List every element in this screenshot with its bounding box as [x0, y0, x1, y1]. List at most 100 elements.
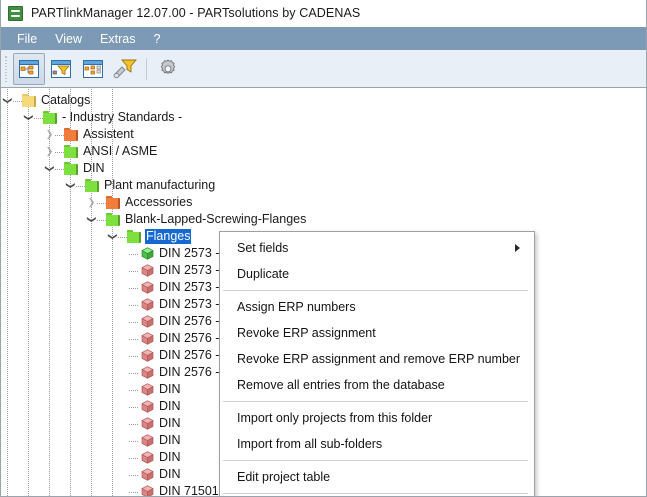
- tree-part-label[interactable]: DIN: [159, 433, 181, 447]
- chevron-right-icon[interactable]: ❯: [45, 146, 54, 156]
- tree-connector: [55, 135, 64, 136]
- cube-red-icon: [141, 366, 154, 379]
- tree-node-label[interactable]: - Industry Standards -: [62, 110, 183, 124]
- filter-view-button[interactable]: [45, 53, 77, 85]
- tree-node-row[interactable]: ❯ Assistent: [1, 126, 646, 143]
- ctx-import-only-projects[interactable]: Import only projects from this folder: [220, 405, 534, 431]
- table-view-button[interactable]: [77, 53, 109, 85]
- ctx-revoke-erp-and-remove[interactable]: Revoke ERP assignment and remove ERP num…: [220, 346, 534, 372]
- tree-connector: [129, 339, 138, 340]
- toolbar-separator: [146, 57, 147, 80]
- tree-guide-line: [70, 89, 71, 496]
- tree-node-row[interactable]: ❯DIN: [1, 160, 646, 177]
- ctx-import-all-subfolders[interactable]: Import from all sub-folders: [220, 431, 534, 457]
- tree-connector: [129, 288, 138, 289]
- title-bar: PARTlinkManager 12.07.00 - PARTsolutions…: [1, 0, 646, 27]
- tree-part-row[interactable]: DIN: [1, 398, 646, 415]
- tree-node-label[interactable]: Blank-Lapped-Screwing-Flanges: [125, 212, 307, 226]
- tree-connector: [129, 475, 138, 476]
- tree-connector: [129, 441, 138, 442]
- tree-part-row[interactable]: DIN: [1, 432, 646, 449]
- tree-connector: [129, 492, 138, 493]
- tree-part-row[interactable]: DIN: [1, 415, 646, 432]
- ctx-revoke-erp-assignment[interactable]: Revoke ERP assignment: [220, 320, 534, 346]
- cube-red-icon: [141, 332, 154, 345]
- tree-node-row[interactable]: ❯Plant manufacturing: [1, 177, 646, 194]
- cube-red-icon: [141, 298, 154, 311]
- context-menu-item-label: Set fields: [237, 241, 289, 255]
- tree-node-row[interactable]: ❯ Accessories: [1, 194, 646, 211]
- folder-green-icon: [106, 213, 121, 226]
- folder-green-icon: [43, 111, 58, 124]
- settings-button[interactable]: [152, 53, 184, 85]
- cube-red-icon: [141, 451, 154, 464]
- window-title: PARTlinkManager 12.07.00 - PARTsolutions…: [31, 6, 361, 20]
- cube-red-icon: [141, 468, 154, 481]
- tree-connector: [129, 458, 138, 459]
- chevron-right-icon[interactable]: ❯: [87, 197, 96, 207]
- toolbar-grip[interactable]: [3, 54, 9, 83]
- tree-connector: [55, 169, 64, 170]
- tree-connector: [129, 407, 138, 408]
- folder-green-icon: [127, 230, 142, 243]
- context-menu-separator: [223, 290, 528, 291]
- tree-node-label-selected[interactable]: Flanges: [145, 229, 192, 244]
- menu-view[interactable]: View: [55, 31, 83, 46]
- folder-green-icon: [64, 145, 79, 158]
- context-menu-item-label: Assign ERP numbers: [237, 300, 356, 314]
- menu-extras[interactable]: Extras: [100, 31, 136, 46]
- menu-file[interactable]: File: [17, 31, 38, 46]
- tree-part-row[interactable]: DIN: [1, 449, 646, 466]
- tree-part-row[interactable]: DIN: [1, 466, 646, 483]
- tree-guide-line: [28, 89, 29, 496]
- ctx-edit-project-table[interactable]: Edit project table: [220, 464, 534, 490]
- tree-node-label[interactable]: Plant manufacturing: [104, 178, 216, 192]
- tree-node-row[interactable]: ❯ ANSI / ASME: [1, 143, 646, 160]
- tree-part-label[interactable]: DIN: [159, 450, 181, 464]
- tree-part-label[interactable]: DIN: [159, 416, 181, 430]
- tree-part-row[interactable]: DIN: [1, 381, 646, 398]
- tree-node-row[interactable]: ❯- Industry Standards -: [1, 109, 646, 126]
- tree-node-row[interactable]: ❯Flanges: [1, 228, 646, 245]
- tree-connector: [55, 152, 64, 153]
- context-menu-separator: [223, 460, 528, 461]
- tree-node-label[interactable]: Catalogs: [41, 93, 91, 107]
- tree-connector: [129, 305, 138, 306]
- cube-red-icon: [141, 434, 154, 447]
- gear-icon: [160, 59, 176, 74]
- tree-part-label[interactable]: DIN: [159, 399, 181, 413]
- tree-node-label[interactable]: Accessories: [125, 195, 193, 209]
- part-filter-button[interactable]: [109, 53, 141, 85]
- context-menu-separator: [223, 401, 528, 402]
- chevron-right-icon[interactable]: ❯: [45, 129, 54, 139]
- context-menu-item-label: Revoke ERP assignment: [237, 326, 376, 340]
- submenu-arrow-icon: [515, 244, 520, 252]
- cube-red-icon: [141, 315, 154, 328]
- tree-connector: [97, 203, 106, 204]
- tree-connector: [76, 186, 85, 187]
- folder-green-icon: [85, 179, 100, 192]
- tree-node-row[interactable]: ❯Catalogs: [1, 92, 646, 109]
- tree-node-label[interactable]: ANSI / ASME: [83, 144, 158, 158]
- structure-view-button[interactable]: [13, 52, 45, 85]
- ctx-set-fields[interactable]: Set fields: [220, 235, 534, 261]
- tree-guide-line: [7, 89, 8, 496]
- menu-help[interactable]: ?: [153, 31, 161, 46]
- tree-connector: [129, 424, 138, 425]
- tree-node-label[interactable]: Assistent: [83, 127, 134, 141]
- tree-connector: [129, 322, 138, 323]
- ctx-assign-erp-numbers[interactable]: Assign ERP numbers: [220, 294, 534, 320]
- tree-part-label[interactable]: DIN: [159, 467, 181, 481]
- tree-connector: [129, 356, 138, 357]
- context-menu-item-label: Revoke ERP assignment and remove ERP num…: [237, 352, 521, 366]
- ctx-remove-all-entries[interactable]: Remove all entries from the database: [220, 372, 534, 398]
- tree-part-label[interactable]: DIN: [159, 382, 181, 396]
- cube-red-icon: [141, 485, 154, 496]
- cube-green-icon: [141, 247, 154, 260]
- tree-node-row[interactable]: ❯Blank-Lapped-Screwing-Flanges: [1, 211, 646, 228]
- cube-red-icon: [141, 417, 154, 430]
- ctx-duplicate[interactable]: Duplicate: [220, 261, 534, 287]
- context-menu-item-label: Edit project table: [237, 470, 331, 484]
- tree-node-label[interactable]: DIN: [83, 161, 105, 175]
